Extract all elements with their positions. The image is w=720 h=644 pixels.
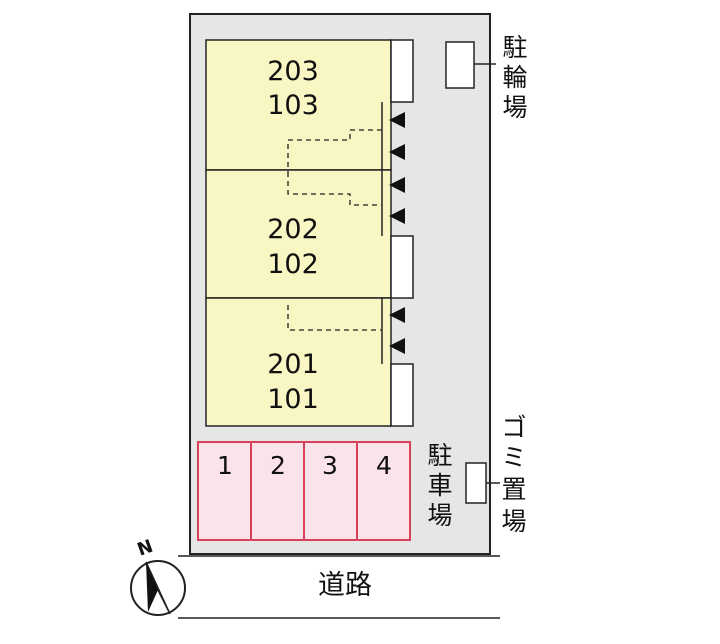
- garbage-area-label-char: 置: [501, 475, 526, 504]
- parking-slot-number: 2: [270, 451, 286, 480]
- garbage-area-label-char: 場: [501, 507, 526, 536]
- garbage-area-box: [465, 462, 487, 504]
- unit-number-upper: 203: [267, 56, 319, 87]
- bicycle-parking-label-char: 輪: [502, 63, 527, 92]
- building-block-201-101: [205, 297, 392, 427]
- parking-slot-number: 3: [322, 451, 338, 480]
- compass-north-label: N: [135, 536, 156, 561]
- parking-label-char: 場: [427, 501, 452, 530]
- unit-number-upper: 202: [267, 214, 319, 245]
- entrance-arrow-icon: [389, 112, 405, 128]
- entrance-arrow-icon: [389, 307, 405, 323]
- bicycle-parking-label-char: 場: [502, 93, 527, 122]
- building-block-202-102: [205, 169, 392, 299]
- parking-label-char: 車: [427, 471, 452, 500]
- balcony: [390, 39, 414, 103]
- bicycle-parking-label-char: 駐: [502, 33, 527, 62]
- bicycle-parking-box: [445, 41, 475, 89]
- entrance-arrow-icon: [389, 144, 405, 160]
- north-compass-icon: N: [130, 536, 186, 616]
- parking-slot-number: 4: [376, 451, 392, 480]
- building-block-203-103: [205, 39, 392, 171]
- stairway-dashed: [287, 129, 382, 172]
- unit-number-lower: 103: [267, 90, 319, 121]
- entrance-arrow-icon: [389, 208, 405, 224]
- unit-number-lower: 102: [267, 249, 319, 280]
- parking-label-char: 駐: [427, 441, 452, 470]
- garbage-area-label-char: ゴ: [501, 413, 526, 442]
- garbage-area-label-char: ミ: [501, 443, 526, 472]
- stairway-dashed: [287, 172, 382, 206]
- entrance-arrow-icon: [389, 177, 405, 193]
- parking-slot-number: 1: [217, 451, 233, 480]
- entrance-arrow-icon: [389, 338, 405, 354]
- balcony: [390, 235, 414, 299]
- unit-number-upper: 201: [267, 349, 319, 380]
- balcony: [390, 363, 414, 427]
- road-label: 道路: [318, 570, 372, 601]
- unit-number-lower: 101: [267, 384, 319, 415]
